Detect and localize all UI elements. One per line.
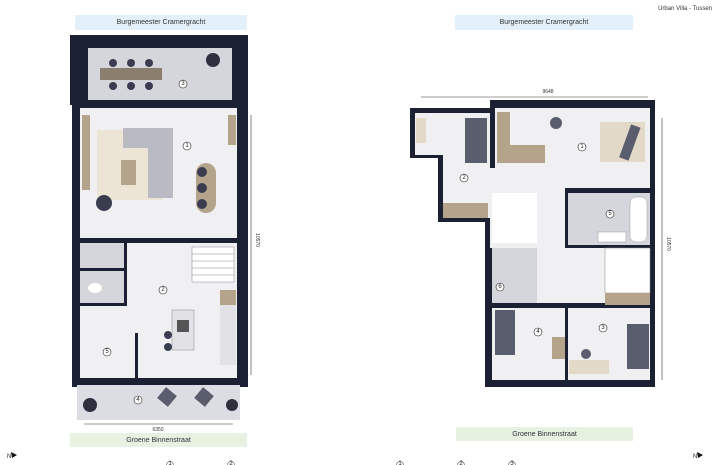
room-number: 1 xyxy=(580,144,584,150)
room-number: 6 xyxy=(498,284,502,290)
depth-dimension: 10570 xyxy=(665,237,671,251)
legend-number: 1 xyxy=(168,461,172,465)
staircase xyxy=(604,247,651,294)
room-number: 4 xyxy=(536,329,540,335)
sofa xyxy=(123,128,173,148)
plant-icon xyxy=(206,53,220,67)
legend-number: 2 xyxy=(459,461,463,465)
first-floor-plan: 1 2 3 4 5 6 9648 10570 xyxy=(410,89,671,387)
room-number: 3 xyxy=(601,325,605,331)
room-number: 3 xyxy=(181,81,185,87)
street-label-top-first: Burgemeester Cramergracht xyxy=(455,15,633,30)
legend xyxy=(166,461,516,465)
terrace-table xyxy=(100,68,162,80)
legend-number: 3 xyxy=(510,461,514,465)
armchair xyxy=(96,195,112,211)
street-label-bottom-ground: Groene Binnenstraat xyxy=(70,433,247,447)
staircase xyxy=(191,246,235,283)
room-number: 2 xyxy=(161,287,165,293)
page-title: Urban Villa - Tussen xyxy=(658,6,712,12)
room-number: 4 xyxy=(136,397,140,403)
room-number: 2 xyxy=(462,175,466,181)
bed xyxy=(465,118,487,163)
room-number: 1 xyxy=(185,143,189,149)
svg-text:N: N xyxy=(7,454,11,460)
width-dimension: 9648 xyxy=(542,89,553,95)
north-arrow-icon: N xyxy=(7,452,17,460)
width-dimension: 6350 xyxy=(152,427,163,433)
ground-floor-plan: 1 2 3 4 5 6350 10570 xyxy=(70,35,260,433)
north-arrow-icon: N xyxy=(693,452,703,460)
room-number: 5 xyxy=(608,211,612,217)
legend-number: 1 xyxy=(398,461,402,465)
front-terrace xyxy=(77,385,240,420)
wardrobe xyxy=(497,112,545,163)
street-label-bottom-first: Groene Binnenstraat xyxy=(456,427,633,441)
svg-text:N: N xyxy=(693,454,697,460)
street-label-top-ground: Burgemeester Cramergracht xyxy=(75,15,247,30)
room-number: 5 xyxy=(105,349,109,355)
depth-dimension: 10570 xyxy=(254,233,260,247)
legend-number: 2 xyxy=(229,461,233,465)
coffee-table xyxy=(121,160,136,185)
